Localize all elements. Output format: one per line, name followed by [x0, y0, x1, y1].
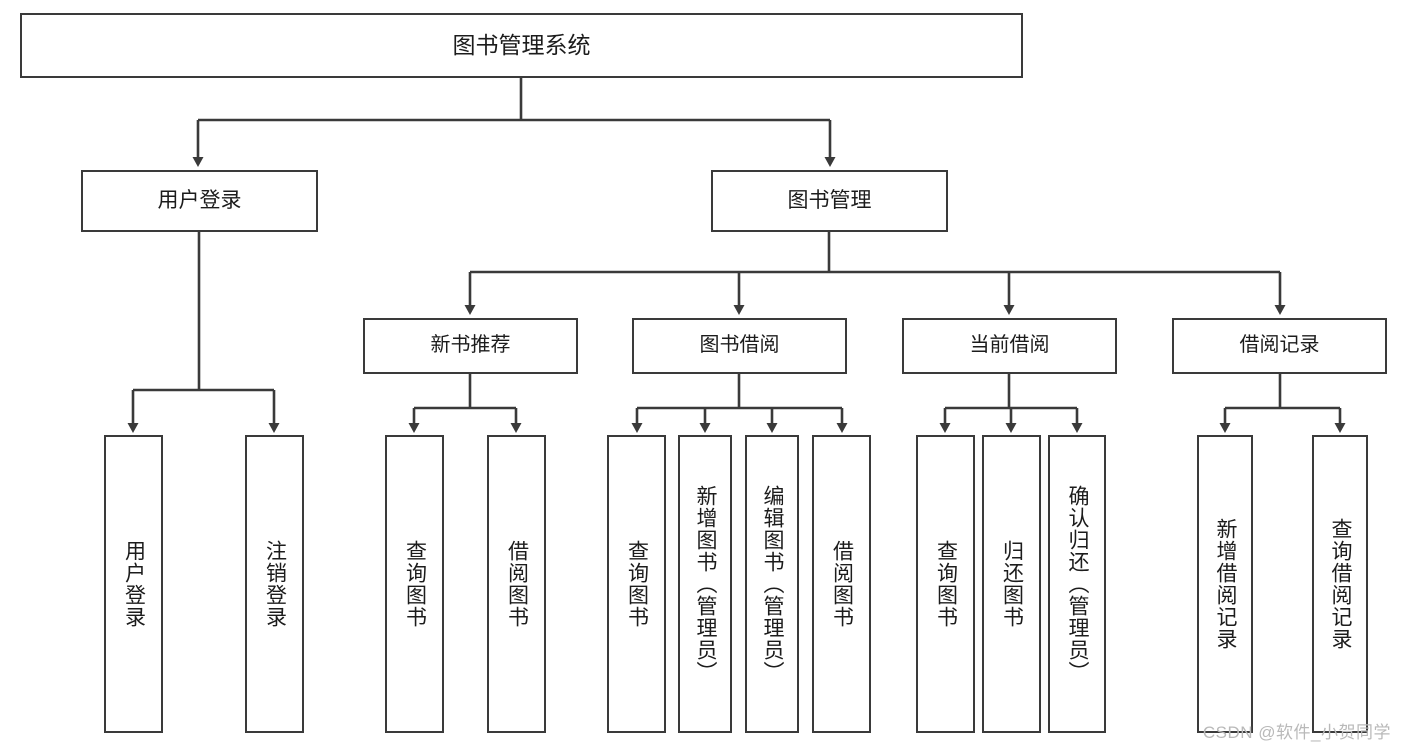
- node-leaf-user-login-label: 用户登录: [122, 540, 146, 628]
- node-book-borrow-label: 图书借阅: [699, 334, 780, 357]
- node-leaf-query-book-new-label: 查询图书: [403, 540, 427, 628]
- node-current-borrow-label: 当前借阅: [969, 334, 1050, 357]
- node-leaf-return-book[interactable]: 归还图书: [982, 435, 1041, 733]
- node-borrow-records[interactable]: 借阅记录: [1172, 318, 1387, 374]
- node-leaf-add-borrow-record[interactable]: 新增借阅记录: [1197, 435, 1253, 733]
- node-leaf-confirm-return-admin-label: 确认归还（管理员）: [1066, 485, 1090, 683]
- csdn-watermark: CSDN @软件_小贺同学: [1202, 723, 1391, 742]
- node-current-borrow[interactable]: 当前借阅: [902, 318, 1117, 374]
- node-leaf-query-book-current-label: 查询图书: [934, 540, 958, 628]
- node-leaf-query-borrow-record-label: 查询借阅记录: [1329, 518, 1353, 650]
- node-book-management-label: 图书管理: [787, 188, 872, 212]
- node-leaf-logout[interactable]: 注销登录: [245, 435, 304, 733]
- node-leaf-add-book-admin-label: 新增图书（管理员）: [694, 485, 718, 683]
- node-leaf-borrow-book[interactable]: 借阅图书: [812, 435, 871, 733]
- node-leaf-query-book-new[interactable]: 查询图书: [385, 435, 444, 733]
- node-root-system-label: 图书管理系统: [452, 31, 591, 58]
- node-leaf-edit-book-admin-label: 编辑图书（管理员）: [761, 485, 785, 683]
- node-leaf-query-borrow-record[interactable]: 查询借阅记录: [1312, 435, 1368, 733]
- node-leaf-query-book-borrow[interactable]: 查询图书: [607, 435, 666, 733]
- node-borrow-records-label: 借阅记录: [1239, 334, 1320, 357]
- node-leaf-user-login[interactable]: 用户登录: [104, 435, 163, 733]
- node-user-login[interactable]: 用户登录: [81, 170, 318, 232]
- node-leaf-query-book-borrow-label: 查询图书: [625, 540, 649, 628]
- node-leaf-logout-label: 注销登录: [263, 540, 287, 628]
- node-leaf-borrow-book-new-label: 借阅图书: [505, 540, 529, 628]
- node-book-management[interactable]: 图书管理: [711, 170, 948, 232]
- node-leaf-borrow-book-label: 借阅图书: [830, 540, 854, 628]
- node-leaf-edit-book-admin[interactable]: 编辑图书（管理员）: [745, 435, 799, 733]
- node-book-borrow[interactable]: 图书借阅: [632, 318, 847, 374]
- node-leaf-confirm-return-admin[interactable]: 确认归还（管理员）: [1048, 435, 1106, 733]
- node-leaf-add-borrow-record-label: 新增借阅记录: [1214, 518, 1238, 650]
- node-leaf-return-book-label: 归还图书: [1000, 540, 1024, 628]
- node-leaf-query-book-current[interactable]: 查询图书: [916, 435, 975, 733]
- node-leaf-borrow-book-new[interactable]: 借阅图书: [487, 435, 546, 733]
- node-new-book-recommend-label: 新书推荐: [430, 334, 511, 357]
- node-new-book-recommend[interactable]: 新书推荐: [363, 318, 578, 374]
- node-leaf-add-book-admin[interactable]: 新增图书（管理员）: [678, 435, 732, 733]
- node-root-system[interactable]: 图书管理系统: [20, 13, 1023, 78]
- node-user-login-label: 用户登录: [157, 188, 242, 212]
